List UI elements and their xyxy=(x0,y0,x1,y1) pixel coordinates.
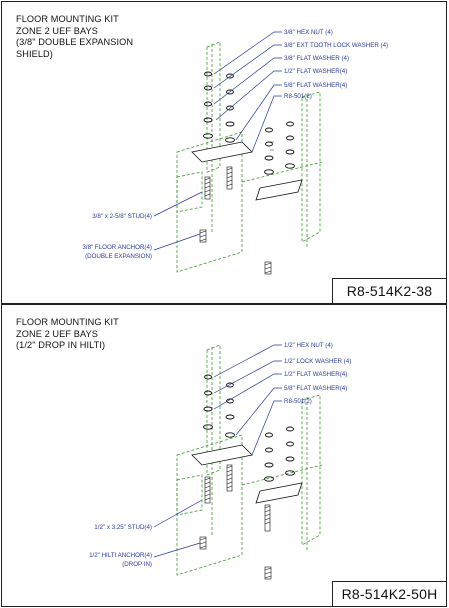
callout-leaders xyxy=(153,31,282,251)
part-number-box: R8-514K2-50H xyxy=(332,581,446,606)
exploded-assembly-drawing: 3/8" HEX NUT (4) 3/8" EXT TOOTH LOCK WAS… xyxy=(82,29,388,275)
callout-label: (DROP IN) xyxy=(122,561,152,568)
title-line: FLOOR MOUNTING KIT xyxy=(16,317,119,327)
base-plate xyxy=(191,444,253,466)
callout-label: 3/8" EXT TOOTH LOCK WASHER (4) xyxy=(284,42,388,49)
callout-label: 5/8" FLAT WASHER(4) xyxy=(284,385,347,392)
title-line: (3/8" DOUBLE EXPANSION xyxy=(16,37,134,47)
callout-labels-left: 1/2" x 3.25" STUD(4) 1/2" HILTI ANCHOR(4… xyxy=(89,524,152,568)
title-line: ZONE 2 UEF BAYS xyxy=(16,25,98,36)
callout-labels-right: 3/8" HEX NUT (4) 3/8" EXT TOOTH LOCK WAS… xyxy=(284,29,388,100)
base-plate xyxy=(255,179,303,201)
title-line: ZONE 2 UEF BAYS xyxy=(16,328,98,339)
panel-title: FLOOR MOUNTING KIT ZONE 2 UEF BAYS (3/8"… xyxy=(16,14,133,60)
callout-label: 1/2" HEX NUT (4) xyxy=(284,342,333,349)
hardware-stack xyxy=(199,71,295,275)
callout-label: 1/2" FLAT WASHER(4) xyxy=(284,371,347,378)
kit-panel-50h: FLOOR MOUNTING KIT ZONE 2 UEF BAYS (1/2"… xyxy=(1,304,447,607)
callout-label: 3/8" HEX NUT (4) xyxy=(284,29,333,36)
title-line: SHIELD) xyxy=(16,48,53,59)
callout-label: 1/2" LOCK WASHER (4) xyxy=(284,358,351,365)
callout-label: 3/8" x 2-5/8" STUD(4) xyxy=(92,213,152,220)
title-line: FLOOR MOUNTING KIT xyxy=(16,14,119,24)
callout-label: 3/8" FLOOR ANCHOR(4) xyxy=(82,244,152,251)
hardware-stack xyxy=(199,374,295,580)
callout-label: 1/2" x 3.25" STUD(4) xyxy=(94,524,152,531)
callout-label: (DOUBLE EXPANSION) xyxy=(85,253,152,260)
panel-title: FLOOR MOUNTING KIT ZONE 2 UEF BAYS (1/2"… xyxy=(16,317,119,352)
callout-label: 1/2" HILTI ANCHOR(4) xyxy=(89,552,152,559)
base-plate xyxy=(191,141,253,163)
callout-labels-right: 1/2" HEX NUT (4) 1/2" LOCK WASHER (4) 1/… xyxy=(284,342,351,405)
callout-label: 1/2" FLAT WASHER(4) xyxy=(284,68,347,75)
part-number: R8-514K2-50H xyxy=(341,586,438,602)
base-plate xyxy=(255,482,303,504)
callout-leaders xyxy=(153,344,282,558)
callout-label: 5/8" FLAT WASHER(4) xyxy=(284,82,347,89)
part-number: R8-514K2-38 xyxy=(346,283,433,299)
kit-panel-38: FLOOR MOUNTING KIT ZONE 2 UEF BAYS (3/8"… xyxy=(1,1,447,304)
rack-frame-outline xyxy=(176,344,323,576)
callout-label: 3/8" FLAT WASHER (4) xyxy=(284,55,349,62)
rack-frame-outline xyxy=(176,41,323,273)
callout-label: R8-501(2) xyxy=(284,93,312,100)
title-line: (1/2" DROP IN HILTI) xyxy=(16,340,106,350)
exploded-assembly-drawing: 1/2" HEX NUT (4) 1/2" LOCK WASHER (4) 1/… xyxy=(89,342,351,580)
callout-labels-left: 3/8" x 2-5/8" STUD(4) 3/8" FLOOR ANCHOR(… xyxy=(82,213,152,260)
callout-label: R8-501(2) xyxy=(284,398,312,405)
part-number-box: R8-514K2-38 xyxy=(332,278,446,303)
